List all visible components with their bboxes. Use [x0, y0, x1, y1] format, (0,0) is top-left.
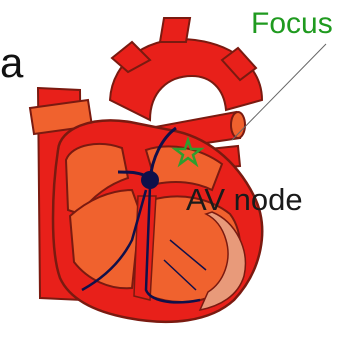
- brachiocephalic-artery: [160, 18, 190, 42]
- corner-letter: a: [0, 42, 23, 84]
- av-node-label: AV node: [186, 184, 303, 215]
- focus-label: Focus: [251, 9, 333, 39]
